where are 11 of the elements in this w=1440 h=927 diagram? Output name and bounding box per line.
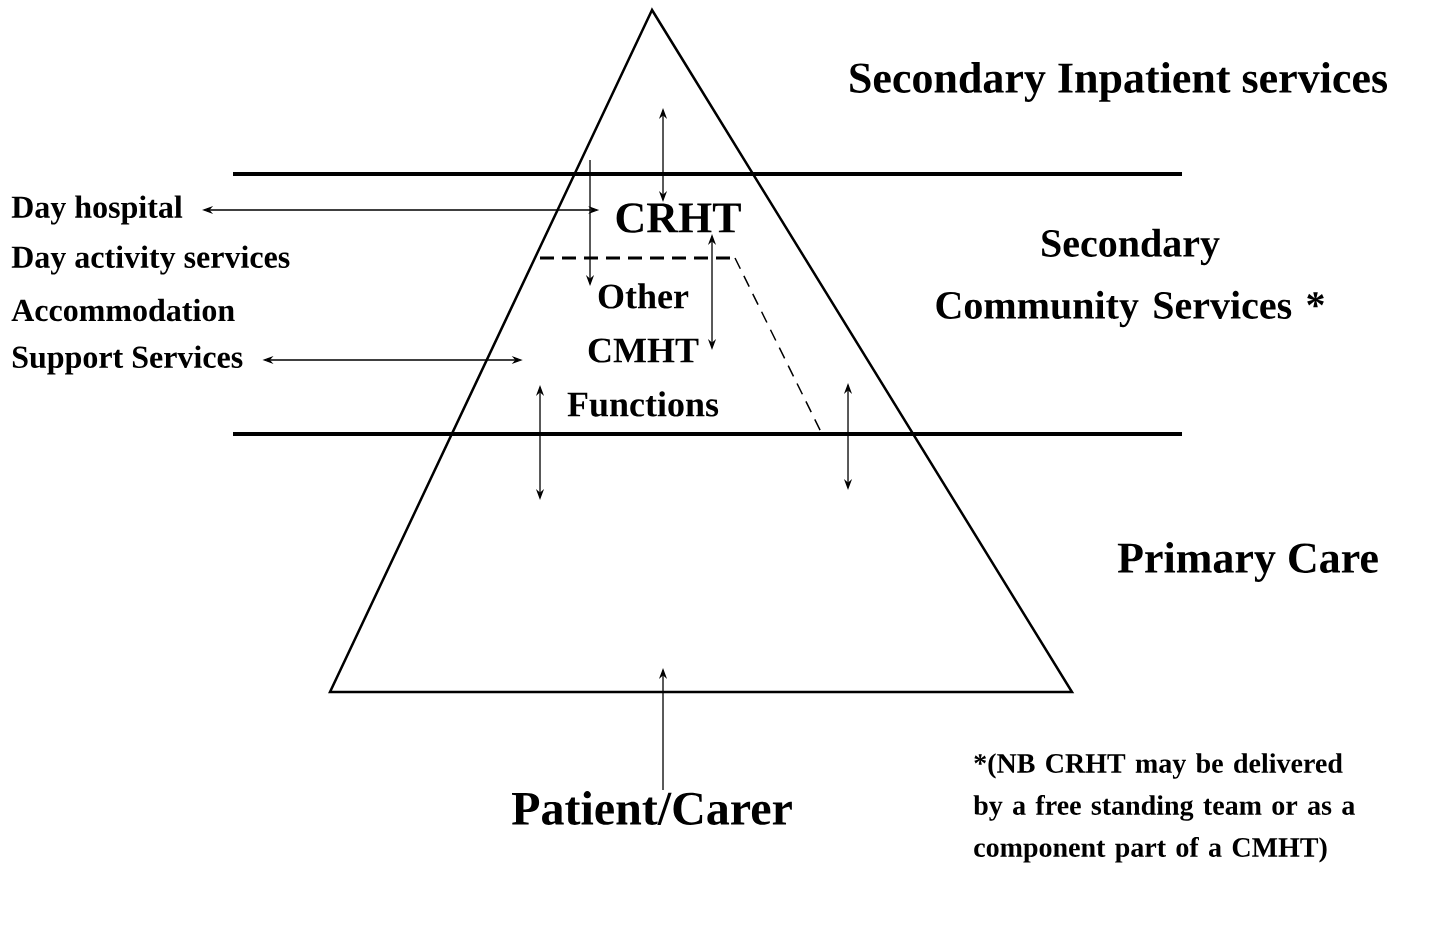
text-label: Day activity services	[11, 245, 290, 275]
text-label: Patient/Carer	[512, 791, 792, 825]
text-label: Support Services	[12, 345, 243, 375]
text-label: CRHT	[616, 203, 741, 233]
text-label: Day hospital	[11, 195, 183, 225]
text-label: Secondary Inpatient services	[850, 62, 1388, 102]
text-label: *(NB CRHT may be delivered by a free standing team or as a component part of a CMHT)	[973, 753, 1355, 863]
text-label: Accommodation	[11, 298, 235, 322]
text-label: Secondary Community Services *	[936, 228, 1324, 328]
text-label: Primary Care	[1117, 542, 1378, 582]
text-label: Other CMHT Functions	[567, 283, 719, 417]
